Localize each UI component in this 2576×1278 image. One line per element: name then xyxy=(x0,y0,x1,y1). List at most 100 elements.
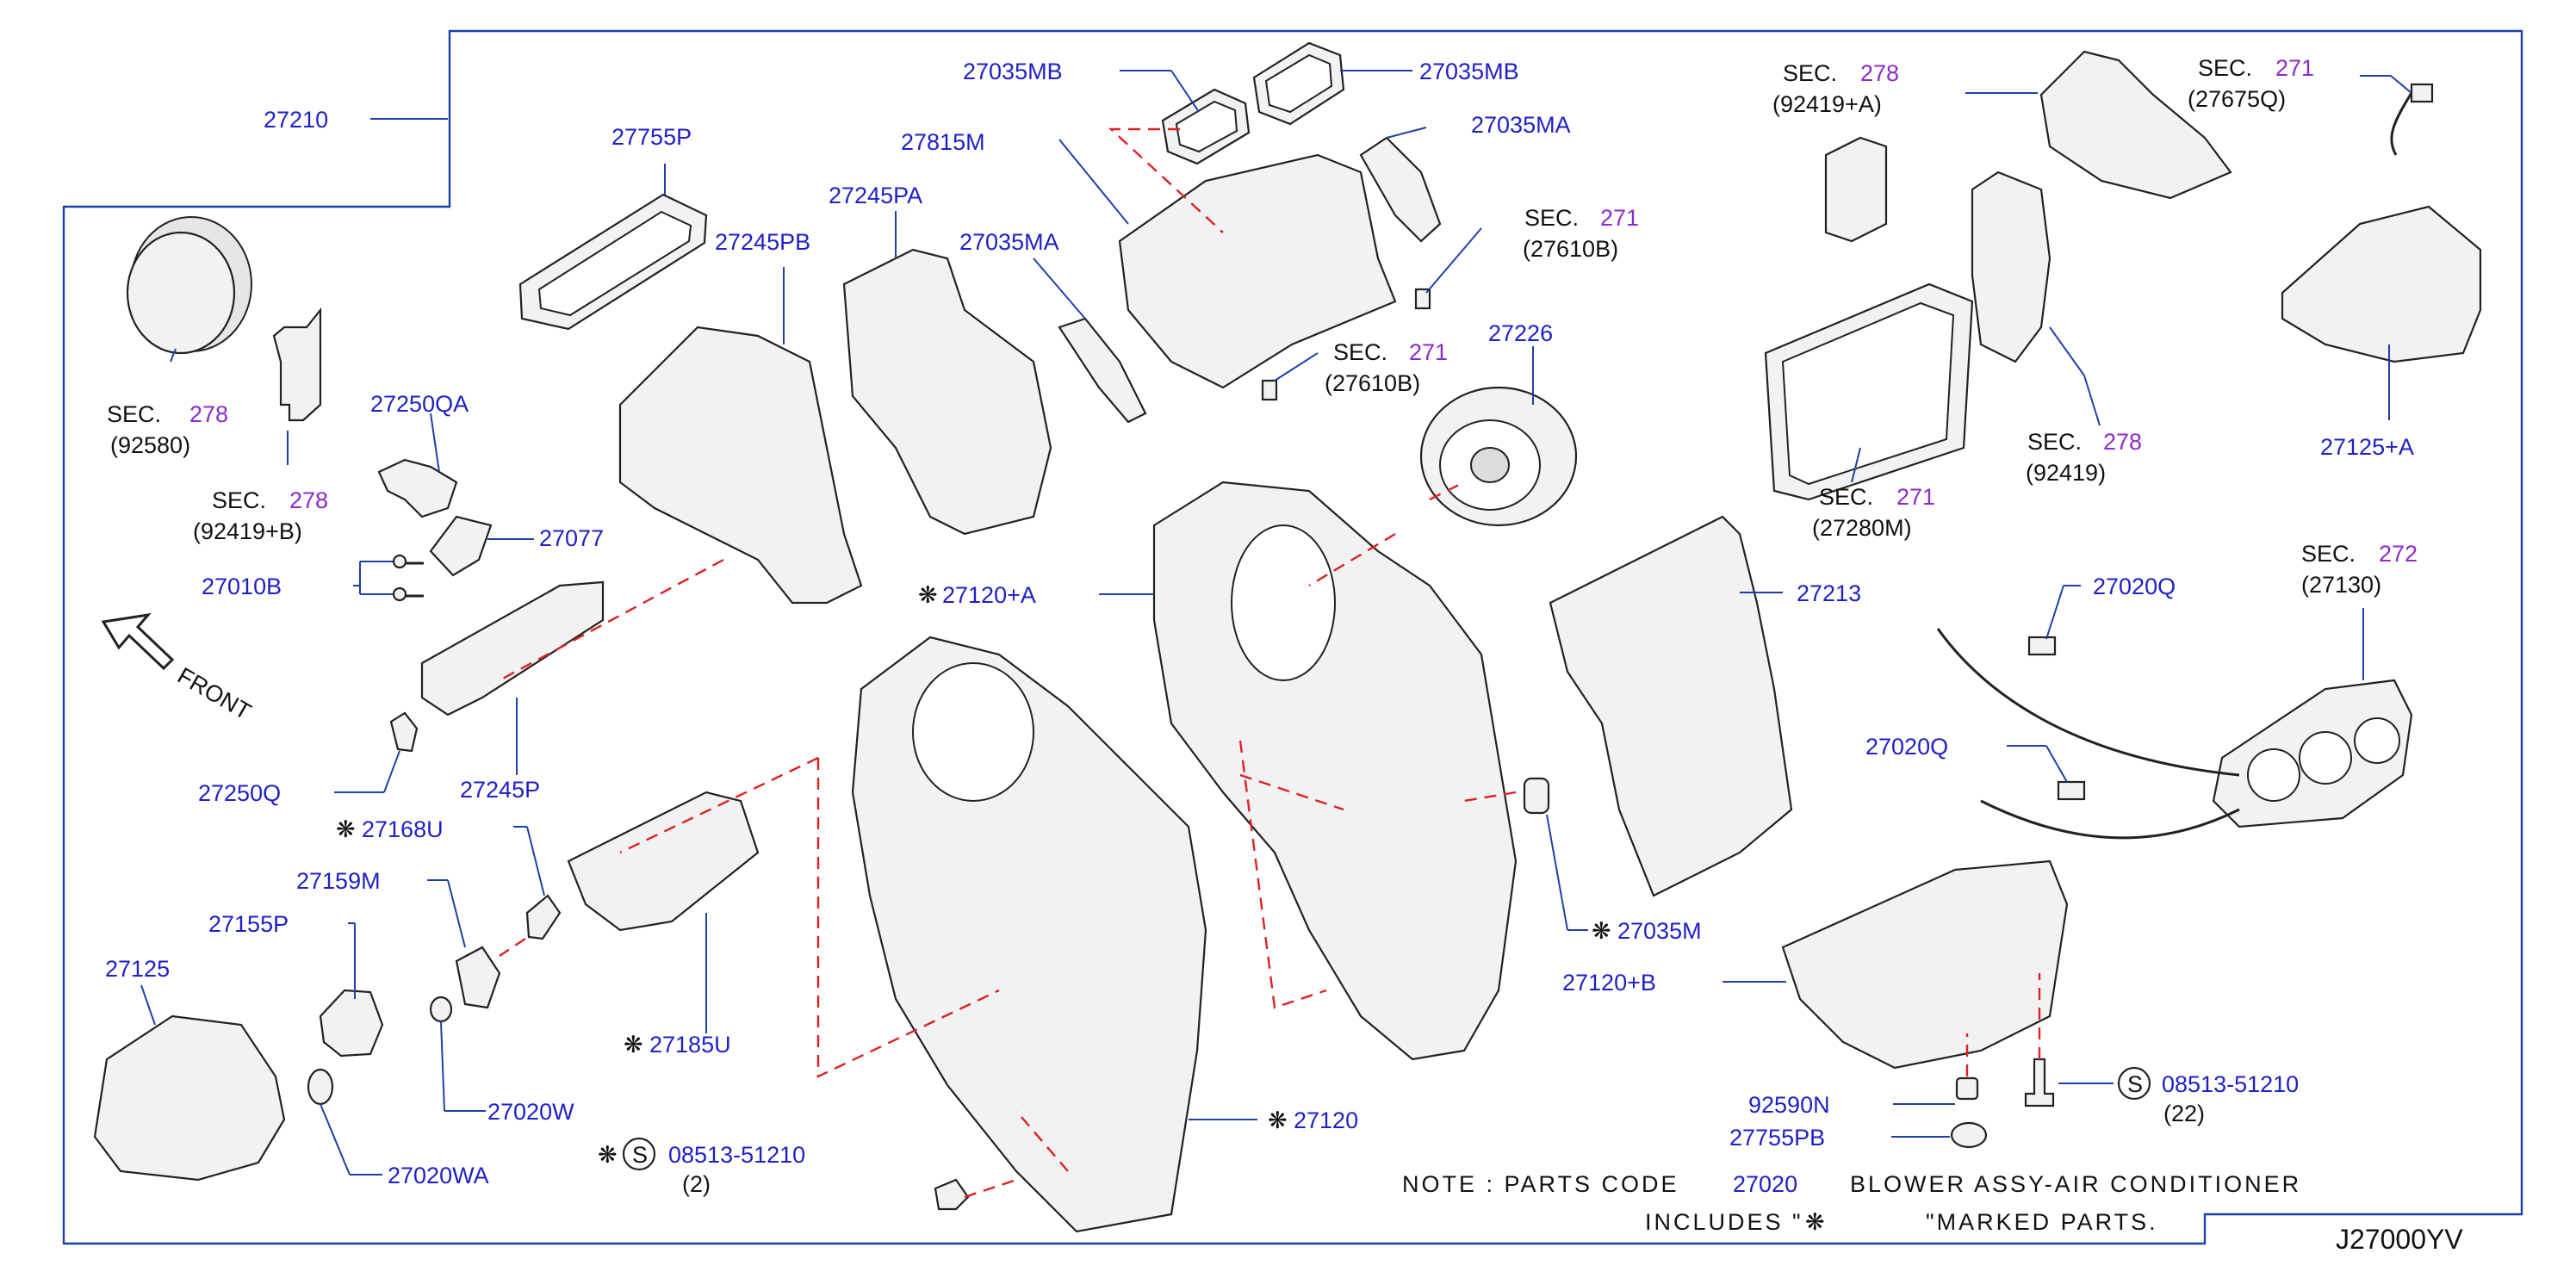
marked-symbol-27168u: ❋ xyxy=(336,816,356,842)
label-08513-left: 08513-51210 xyxy=(668,1142,805,1168)
label-27245p: 27245P xyxy=(460,777,540,803)
label-27035m: 27035M xyxy=(1617,918,1702,944)
svg-text:278: 278 xyxy=(2103,429,2142,455)
label-27010b: 27010B xyxy=(202,574,282,599)
panel-27213-part xyxy=(1549,515,1793,897)
svg-text:271: 271 xyxy=(1896,484,1935,510)
svg-text:(27280M): (27280M) xyxy=(1812,515,1912,541)
svg-text:S: S xyxy=(2127,1071,2143,1097)
label-08513-left-qty: (2) xyxy=(682,1171,711,1197)
housing-27125-part xyxy=(93,1014,286,1182)
grommet-27755pb-part xyxy=(1950,1121,1988,1149)
svg-text:(92419+A): (92419+A) xyxy=(1772,91,1882,117)
control-panel-27130-part xyxy=(2212,679,2413,828)
svg-text:(92419): (92419) xyxy=(2026,460,2106,486)
lower-case-part xyxy=(1781,859,2069,1070)
svg-text:(27130): (27130) xyxy=(2301,572,2381,598)
housing-27125a-part xyxy=(2281,205,2482,363)
seal-27035m-part xyxy=(1523,777,1550,815)
front-arrow-icon xyxy=(101,612,175,671)
bracket-part xyxy=(272,307,322,422)
label-27168u: 27168U xyxy=(362,816,444,842)
svg-text:(27610B): (27610B) xyxy=(1325,370,1420,396)
sec-ref-27280m: SEC. 271 (27280M) xyxy=(1812,484,1935,541)
marked-symbol-08513-left: ❋ xyxy=(598,1142,618,1168)
duct-27245pb-part xyxy=(618,326,863,605)
sensor-27675q-part xyxy=(2390,83,2434,156)
drawing-code: J27000YV xyxy=(2336,1224,2463,1255)
sec-ref-27610b-mid: SEC. 271 (27610B) xyxy=(1325,339,1448,396)
label-27120a: 27120+A xyxy=(942,582,1036,608)
svg-text:272: 272 xyxy=(2379,541,2418,567)
grommet-92590n-part xyxy=(1955,1076,1979,1101)
label-27226: 27226 xyxy=(1488,320,1553,346)
seal-27035ma-right-part xyxy=(1359,136,1442,243)
svg-text:(92419+B): (92419+B) xyxy=(193,518,302,544)
label-92590n: 92590N xyxy=(1748,1092,1830,1118)
svg-text:SEC.: SEC. xyxy=(1819,484,1873,510)
sec-ref-27610b-top: SEC. 271 (27610B) xyxy=(1523,205,1639,262)
note-line2-suffix: "MARKED PARTS. xyxy=(1926,1209,2158,1235)
bracket-27250qa-part xyxy=(377,458,458,518)
label-27120b: 27120+B xyxy=(1562,970,1656,996)
label-27035mb-left: 27035MB xyxy=(963,59,1063,84)
label-27185u: 27185U xyxy=(649,1032,731,1058)
s-circle-right-icon: S xyxy=(2117,1066,2151,1101)
sec-ref-92419a: SEC. 278 (92419+A) xyxy=(1772,60,1899,117)
label-27125: 27125 xyxy=(105,956,170,982)
svg-text:SEC.: SEC. xyxy=(1783,60,1837,86)
svg-text:SEC.: SEC. xyxy=(2027,429,2082,455)
diagram-frame xyxy=(62,29,2523,1245)
label-27077: 27077 xyxy=(539,525,604,551)
evaporator-27280m-part xyxy=(1764,136,1974,501)
sec-ref-92419b: SEC. 278 (92419+B) xyxy=(193,487,328,544)
leader-lines xyxy=(140,70,2412,1176)
dashed-leaders xyxy=(499,127,2041,1199)
seal-27035mb-right-part xyxy=(1252,41,1345,126)
case-27120b-part xyxy=(1152,481,1518,1061)
sec-ref-27130: SEC. 272 (27130) xyxy=(2301,541,2418,598)
s-circle-icon: S xyxy=(622,1137,656,1171)
sec-ref-92580: SEC. 278 (92580) xyxy=(107,401,228,458)
svg-text:(92580): (92580) xyxy=(110,432,190,458)
label-08513-right: 08513-51210 xyxy=(2162,1071,2299,1097)
note-line1-suffix: BLOWER ASSY-AIR CONDITIONER xyxy=(1850,1171,2301,1197)
marked-symbol-27185u: ❋ xyxy=(624,1032,643,1058)
washer-27020w-part xyxy=(429,996,453,1023)
label-27755pb: 27755PB xyxy=(1729,1125,1825,1151)
clip-27610b-top-part xyxy=(1414,288,1431,310)
screw-08513-left-part xyxy=(934,1178,970,1211)
svg-text:278: 278 xyxy=(189,401,228,427)
label-27155p: 27155P xyxy=(208,911,289,937)
seal-27035mb-left-part xyxy=(1161,88,1251,165)
svg-text:(27675Q): (27675Q) xyxy=(2188,86,2286,112)
washer-27020wa-part xyxy=(307,1068,334,1106)
svg-text:(27610B): (27610B) xyxy=(1523,236,1618,262)
label-27035ma-right: 27035MA xyxy=(1471,112,1571,138)
note-block: NOTE : PARTS CODE 27020 BLOWER ASSY-AIR … xyxy=(1402,1171,2301,1235)
label-27245pb: 27245PB xyxy=(715,229,810,255)
svg-text:S: S xyxy=(632,1142,648,1168)
svg-text:SEC.: SEC. xyxy=(2198,55,2252,81)
label-27020w: 27020W xyxy=(487,1099,574,1125)
svg-text:271: 271 xyxy=(1600,205,1639,231)
label-27020q-mid: 27020Q xyxy=(1865,734,1948,760)
sec-ref-27675q: SEC. 271 (27675Q) xyxy=(2188,55,2314,112)
case-cover-27815m-part xyxy=(1118,153,1397,389)
note-line1-prefix: NOTE : PARTS CODE xyxy=(1402,1171,1679,1197)
note-code: 27020 xyxy=(1733,1171,1797,1197)
label-27120: 27120 xyxy=(1294,1107,1358,1133)
note-line2-prefix: INCLUDES " xyxy=(1645,1209,1803,1235)
svg-text:SEC.: SEC. xyxy=(107,401,161,427)
link-27077-part xyxy=(429,515,493,577)
cables-part xyxy=(1936,628,2240,840)
svg-text:SEC.: SEC. xyxy=(2301,541,2356,567)
marked-symbol-27035m: ❋ xyxy=(1592,918,1611,944)
label-27125a: 27125+A xyxy=(2320,434,2414,460)
label-27245pa: 27245PA xyxy=(829,183,922,208)
duct-27245pa-part xyxy=(842,248,1052,536)
front-label: FRONT xyxy=(173,662,256,724)
label-27250qa: 27250QA xyxy=(370,391,469,417)
screw-08513-right-part xyxy=(2024,1058,2055,1107)
